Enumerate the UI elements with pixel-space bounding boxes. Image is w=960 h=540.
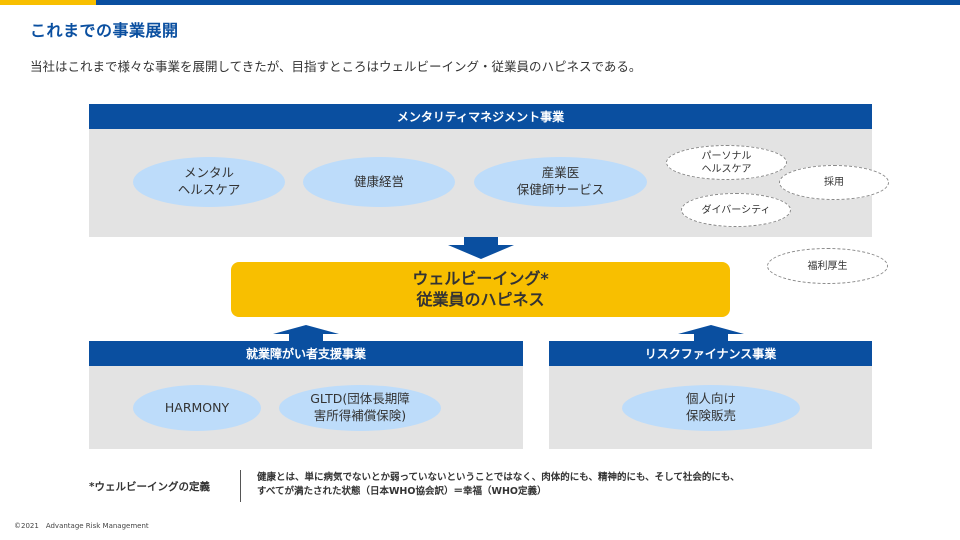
wellbeing-title: ウェルビーイング*: [412, 268, 549, 288]
dashed-recruitment: 採用: [779, 165, 889, 200]
mental-section-header: メンタリティマネジメント事業: [89, 104, 872, 129]
dashed-diversity: ダイバーシティ: [681, 193, 791, 227]
arrow-down-icon: [448, 237, 514, 259]
definition-label: *ウェルビーイングの定義: [89, 481, 210, 493]
wellbeing-box: ウェルビーイング* 従業員のハピネス: [231, 262, 730, 317]
employment-section-header: 就業障がい者支援事業: [89, 341, 523, 366]
wellbeing-subtitle: 従業員のハピネス: [416, 289, 545, 309]
definition-text: 健康とは、単に病気でないとか弱っていないということではなく、肉体的にも、精神的に…: [257, 471, 740, 499]
pill-harmony: HARMONY: [133, 385, 261, 431]
top-accent-bar-yellow: [0, 0, 96, 5]
pill-industrial-physician: 産業医 保健師サービス: [474, 157, 647, 207]
definition-line-1: 健康とは、単に病気でないとか弱っていないということではなく、肉体的にも、精神的に…: [257, 472, 740, 483]
page-subtitle: 当社はこれまで様々な事業を展開してきたが、目指すところはウェルビーイング・従業員…: [30, 59, 642, 74]
pill-gltd: GLTD(団体長期障 害所得補償保険): [279, 385, 441, 431]
pill-health-management: 健康経営: [303, 157, 455, 207]
arrow-up-icon-left: [273, 325, 339, 341]
arrow-up-icon-right: [678, 325, 744, 341]
page-title: これまでの事業展開: [30, 21, 179, 40]
dashed-welfare: 福利厚生: [767, 248, 888, 284]
pill-personal-insurance: 個人向け 保険販売: [622, 385, 800, 431]
pill-mental-healthcare: メンタル ヘルスケア: [133, 157, 285, 207]
dashed-personal-healthcare: パーソナル ヘルスケア: [666, 145, 787, 180]
copyright: ©2021 Advantage Risk Management: [14, 522, 149, 530]
definition-divider: [240, 470, 241, 502]
top-accent-bar-blue: [96, 0, 960, 5]
definition-line-2: すべてが満たされた状態（日本WHO協会訳）＝幸福（WHO定義）: [257, 485, 547, 497]
risk-section-header: リスクファイナンス事業: [549, 341, 872, 366]
